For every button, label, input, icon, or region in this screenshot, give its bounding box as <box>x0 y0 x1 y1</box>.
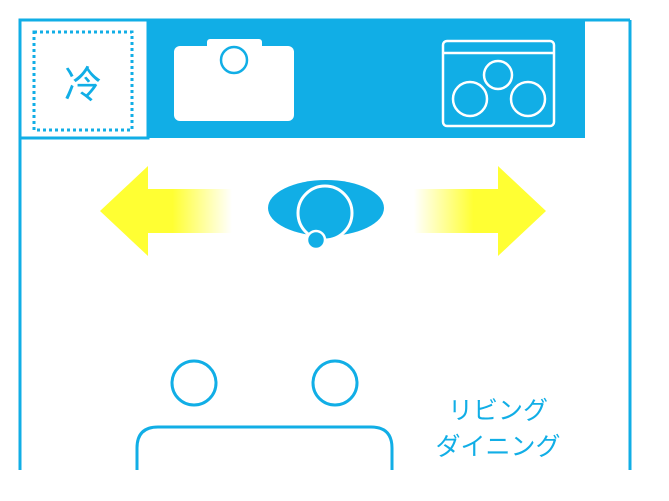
sink-icon <box>174 39 294 121</box>
arrow-right-icon <box>414 166 546 256</box>
arrow-left-icon <box>100 166 232 256</box>
fridge-area <box>18 18 150 140</box>
person-top-view-icon <box>268 180 384 251</box>
stove-icon <box>441 39 556 128</box>
fridge-icon <box>32 30 134 132</box>
fridge-label: 冷 <box>63 62 102 107</box>
table-icon <box>135 425 394 470</box>
chair-icon <box>311 359 359 407</box>
dining-label: ダイニング <box>435 432 561 461</box>
living-label: リビング <box>447 396 548 425</box>
chair-icon <box>170 359 218 407</box>
